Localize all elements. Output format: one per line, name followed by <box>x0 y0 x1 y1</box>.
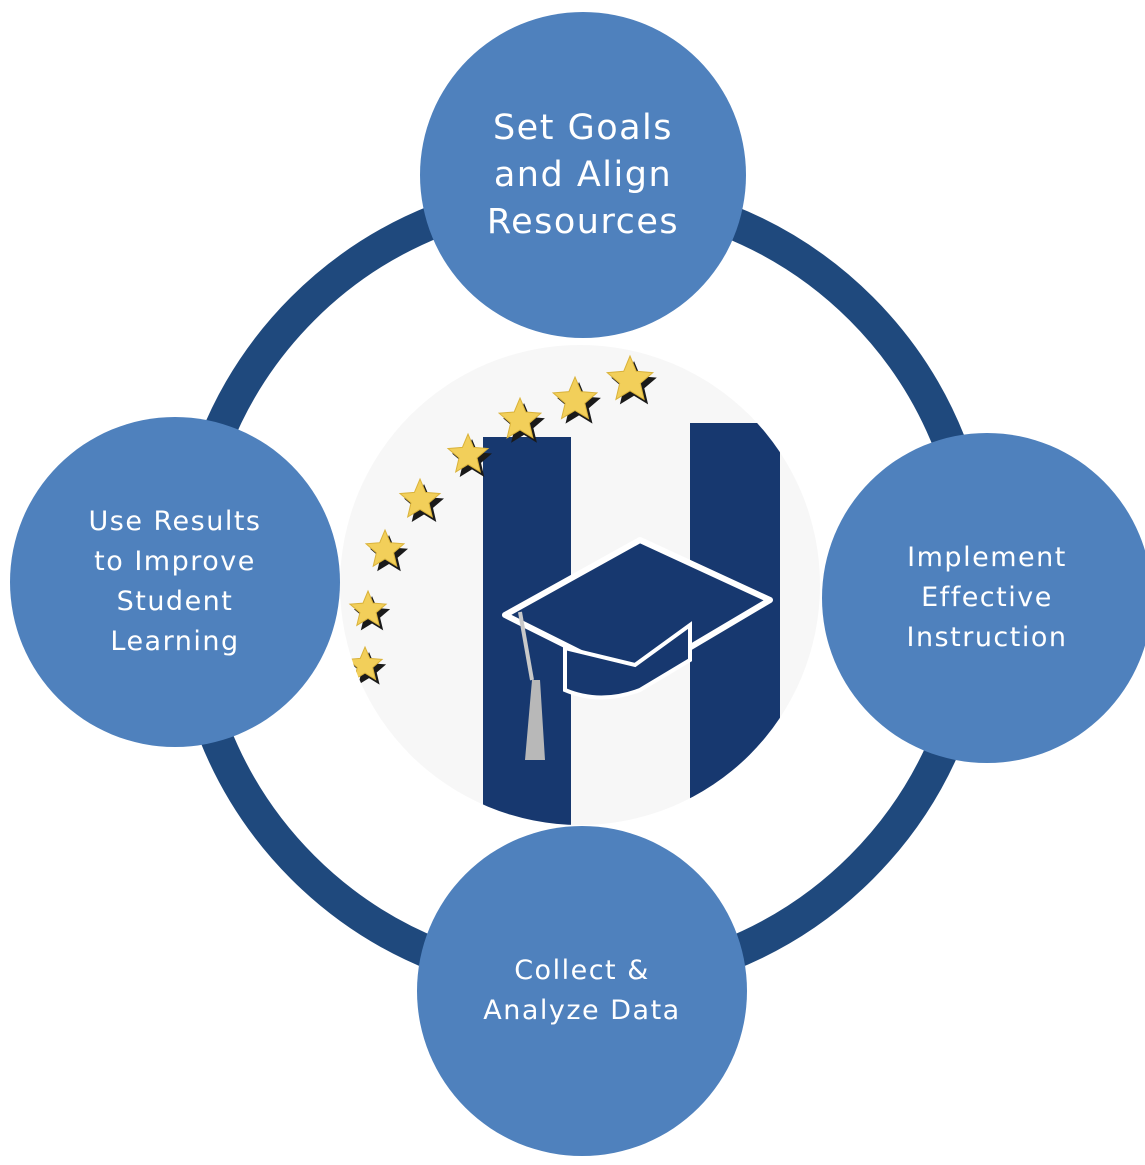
node-label: Set Goals and Align Resources <box>486 107 680 242</box>
star-icon <box>348 589 388 627</box>
star-icon <box>398 477 442 519</box>
node-label: Collect & Analyze Data <box>483 955 681 1026</box>
node-label: Use Results to Improve Student Learning <box>88 506 262 657</box>
center-logo <box>340 345 820 825</box>
star-arc <box>346 354 657 685</box>
star-icon <box>446 432 490 474</box>
cycle-node-collect-data: Collect & Analyze Data <box>417 826 747 1156</box>
star-icon <box>497 396 543 439</box>
star-icon <box>364 528 406 568</box>
star-icon <box>605 354 655 401</box>
star-icon <box>346 645 384 681</box>
star-icon <box>551 375 599 420</box>
cycle-node-use-results: Use Results to Improve Student Learning <box>10 417 340 747</box>
graduation-cap-icon <box>502 537 773 760</box>
cycle-node-implement-instruction: Implement Effective Instruction <box>822 433 1145 763</box>
node-label: Implement Effective Instruction <box>906 542 1068 653</box>
cycle-node-set-goals: Set Goals and Align Resources <box>420 12 746 338</box>
